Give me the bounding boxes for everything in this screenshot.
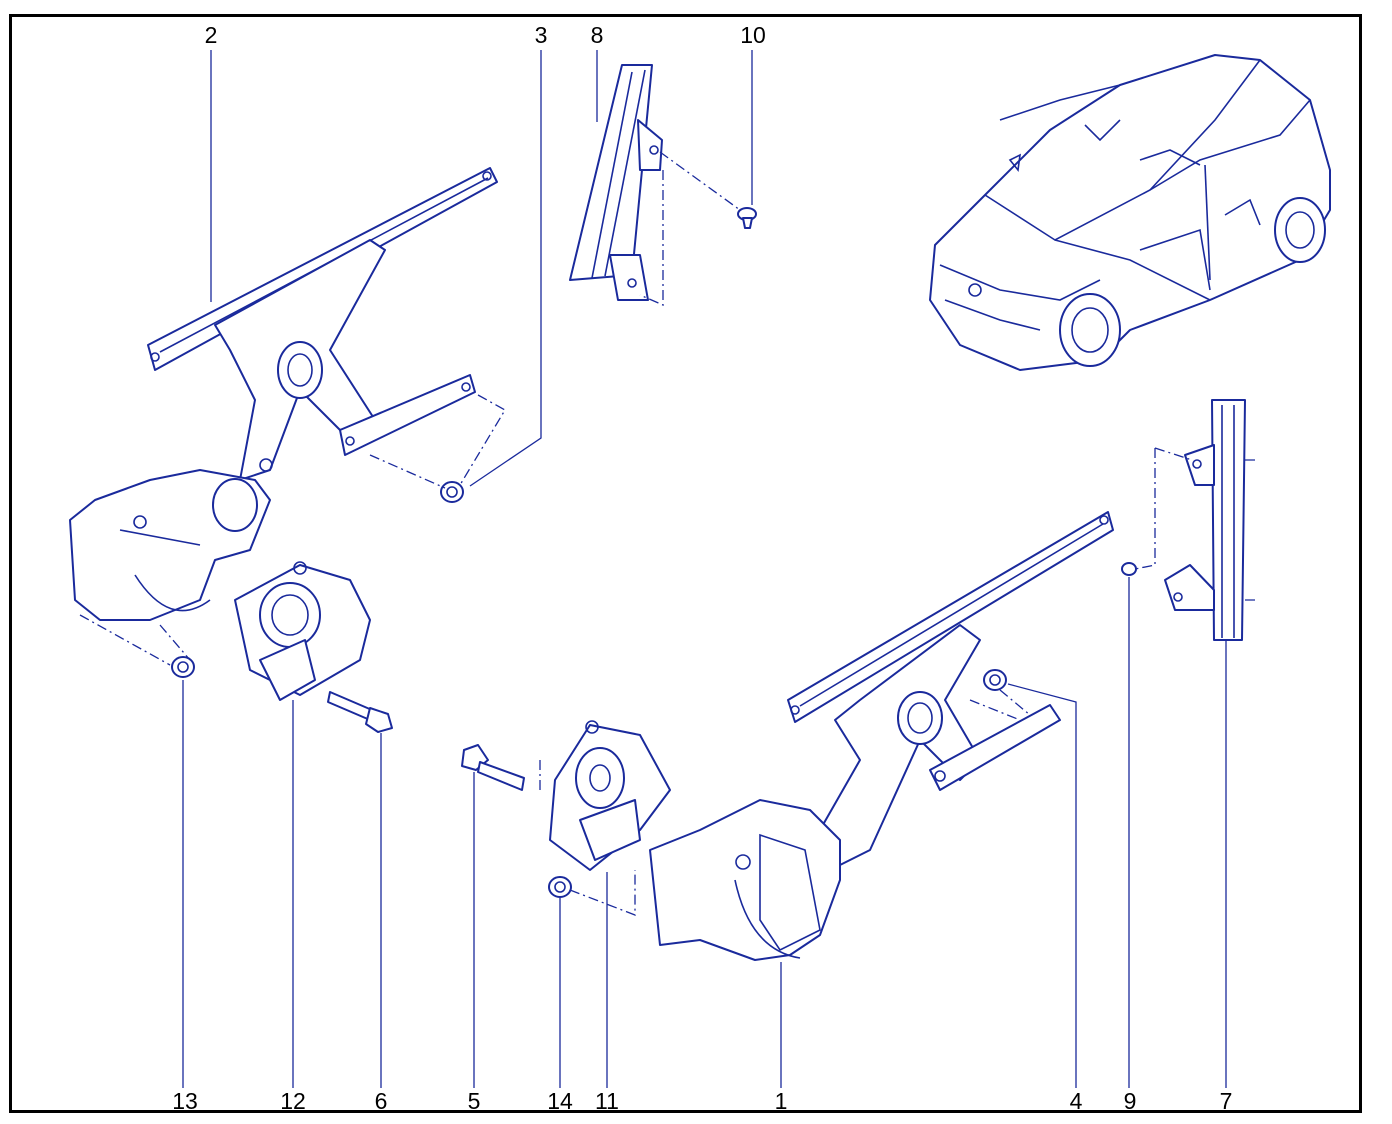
- nut-3: [440, 481, 464, 503]
- callout-1: 1: [774, 1088, 788, 1114]
- window-motor-right: [549, 720, 671, 871]
- callout-10: 10: [740, 22, 766, 48]
- callout-5: 5: [467, 1088, 481, 1114]
- bolt-5: [461, 744, 525, 791]
- car-illustration: [929, 54, 1331, 371]
- callout-11: 11: [595, 1088, 619, 1114]
- callout-13: 13: [172, 1088, 198, 1114]
- callout-3: 3: [534, 22, 548, 48]
- screw-9: [1121, 562, 1137, 576]
- screw-10: [737, 207, 757, 229]
- diagram-frame: [9, 14, 1362, 1113]
- leader-lines: [182, 50, 1227, 1088]
- callout-2: 2: [204, 22, 218, 48]
- callout-12: 12: [280, 1088, 306, 1114]
- nut-4: [983, 669, 1007, 691]
- callout-6: 6: [374, 1088, 388, 1114]
- callout-8: 8: [590, 22, 604, 48]
- callout-14: 14: [547, 1088, 573, 1114]
- nut-13: [171, 656, 195, 678]
- window-regulator-left: [69, 167, 498, 621]
- callout-9: 9: [1123, 1088, 1137, 1114]
- nut-14: [548, 876, 572, 898]
- bolt-6: [327, 691, 393, 733]
- window-guide-rail-7: [1164, 399, 1246, 641]
- callout-4: 4: [1069, 1088, 1083, 1114]
- callout-7: 7: [1219, 1088, 1233, 1114]
- window-guide-rail-8: [569, 64, 663, 301]
- window-regulator-right: [649, 511, 1114, 961]
- window-motor-left: [234, 561, 371, 701]
